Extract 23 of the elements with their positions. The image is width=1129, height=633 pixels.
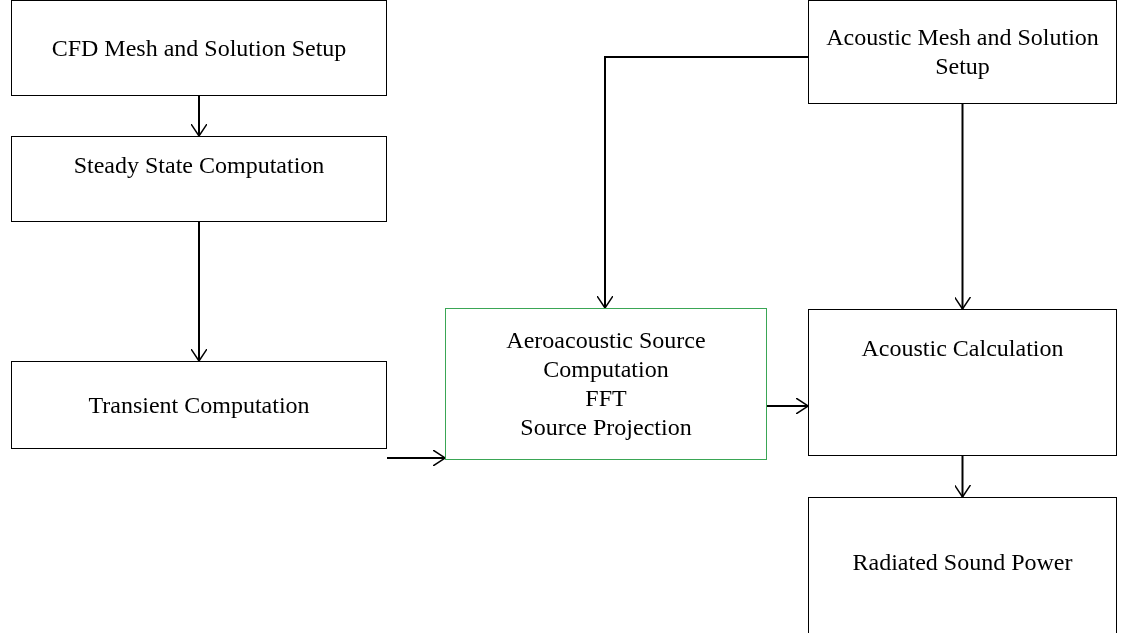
process-box: [11, 361, 387, 449]
box-label: Transient Computation: [88, 390, 310, 420]
arrow: [190, 95, 208, 137]
box-label: Aeroacoustic Source Computation: [505, 326, 707, 384]
arrow: [766, 397, 809, 415]
box-label: Acoustic Mesh and Solution Setup: [825, 23, 1100, 81]
box-label: Acoustic Calculation: [861, 334, 1064, 363]
box-label: Steady State Computation: [73, 151, 325, 180]
process-box: [11, 0, 387, 96]
box-label: CFD Mesh and Solution Setup: [51, 33, 347, 63]
process-box: [808, 309, 1117, 456]
process-box: [808, 0, 1117, 104]
process-box: [808, 497, 1117, 633]
arrow: [953, 103, 972, 310]
process-box: [445, 308, 767, 460]
box-label: Source Projection: [520, 413, 692, 442]
box-label: Radiated Sound Power: [852, 548, 1073, 577]
arrow: [190, 221, 208, 362]
arrow: [953, 455, 972, 498]
arrow: [596, 56, 809, 309]
arrow: [386, 449, 446, 467]
process-box: [11, 136, 387, 222]
box-label: FFT: [585, 384, 627, 413]
